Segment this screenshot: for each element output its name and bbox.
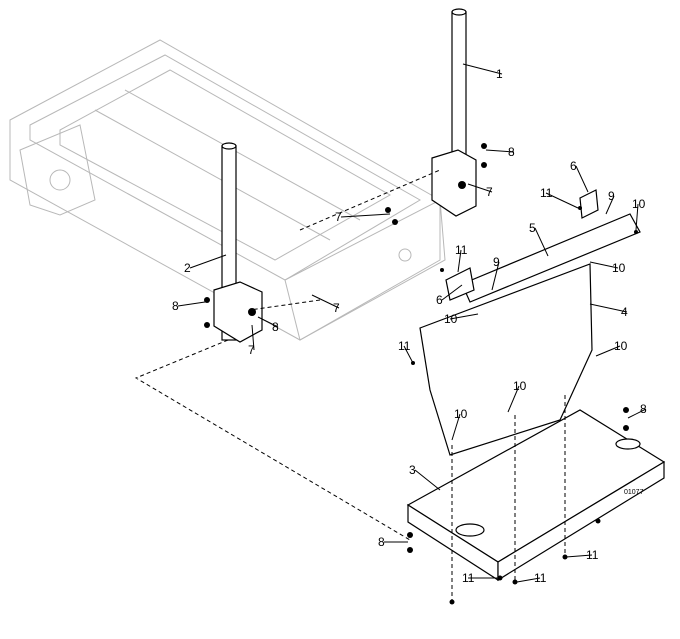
leader-line xyxy=(451,413,461,441)
post-2 xyxy=(213,142,263,343)
leader-line xyxy=(441,284,463,301)
leader-line xyxy=(251,324,255,351)
callout-label: 7 xyxy=(486,185,493,199)
fastener xyxy=(481,162,487,168)
leader-line xyxy=(311,294,340,309)
leader-line xyxy=(467,183,493,193)
callout-label: 11 xyxy=(534,571,547,585)
drawing-number: 01077 xyxy=(624,489,644,496)
callout-label: 2 xyxy=(184,261,191,275)
fastener xyxy=(385,207,391,213)
callout-label: 7 xyxy=(335,210,342,224)
leader-line xyxy=(534,227,549,257)
leader-line xyxy=(627,408,647,419)
shelf-3 xyxy=(406,409,666,582)
callout-label: 11 xyxy=(540,186,553,200)
leader-line xyxy=(545,192,579,209)
fastener xyxy=(623,425,629,431)
leader-line xyxy=(257,316,279,328)
callout-label: 11 xyxy=(462,571,475,585)
bracket-6-right xyxy=(579,189,599,219)
callout-label: 6 xyxy=(570,159,577,173)
fastener xyxy=(497,575,503,581)
leader-line xyxy=(414,469,441,491)
leader-line xyxy=(403,345,414,364)
callout-label: 9 xyxy=(608,189,615,203)
post-1 xyxy=(431,8,477,217)
fastener xyxy=(204,297,210,303)
panel-4 xyxy=(419,263,593,456)
leader-line xyxy=(189,254,227,269)
callout-label: 11 xyxy=(455,243,468,257)
callout-label: 4 xyxy=(621,305,628,319)
fastener xyxy=(481,143,487,149)
callout-label: 5 xyxy=(529,221,536,235)
fastener xyxy=(634,230,638,234)
callout-label: 8 xyxy=(378,535,385,549)
callout-label: 11 xyxy=(398,339,411,353)
fastener xyxy=(449,599,455,605)
leader-line xyxy=(589,303,628,313)
leader-line xyxy=(575,165,589,193)
fastener xyxy=(562,554,568,560)
fastener xyxy=(578,206,582,210)
callout-label: 8 xyxy=(508,145,515,159)
leader-line xyxy=(507,385,520,413)
fastener xyxy=(512,579,518,585)
alignment-lines xyxy=(134,169,566,600)
leader-line xyxy=(516,577,541,583)
callout-label: 1 xyxy=(496,67,503,81)
callout-label: 7 xyxy=(248,343,255,357)
fastener xyxy=(458,181,466,189)
leader-line xyxy=(635,203,639,231)
callout-label: 3 xyxy=(409,463,416,477)
callout-label: 10 xyxy=(614,339,628,353)
support-bar-5 xyxy=(461,213,641,303)
callout-label: 10 xyxy=(444,312,458,326)
mower-frame xyxy=(9,39,446,341)
fastener xyxy=(392,219,398,225)
leader-line xyxy=(595,345,621,357)
callout-label: 8 xyxy=(272,320,279,334)
callout-label: 10 xyxy=(632,197,646,211)
fastener xyxy=(204,322,210,328)
fastener xyxy=(407,547,413,553)
callout-label: 9 xyxy=(493,255,500,269)
callout-label: 10 xyxy=(513,379,527,393)
callout-label: 6 xyxy=(436,293,443,307)
fastener xyxy=(248,308,256,316)
callout-label: 10 xyxy=(454,407,468,421)
leader-line xyxy=(565,554,593,558)
leader-line xyxy=(340,213,391,218)
callout-label: 7 xyxy=(333,301,340,315)
fastener xyxy=(623,407,629,413)
callout-label: 11 xyxy=(586,548,599,562)
hardware xyxy=(204,143,638,605)
leader-line xyxy=(605,195,615,215)
fastener xyxy=(407,532,413,538)
callout-label: 10 xyxy=(612,261,626,275)
callout-label: 8 xyxy=(172,299,179,313)
leader-line xyxy=(589,261,619,269)
leader-line xyxy=(485,149,515,153)
leader-lines xyxy=(177,63,647,583)
leader-line xyxy=(449,313,479,320)
fastener xyxy=(440,268,444,272)
leader-line xyxy=(177,301,206,307)
fastener xyxy=(595,518,601,524)
leader-line xyxy=(457,249,462,273)
callout-label: 8 xyxy=(640,402,647,416)
leader-line xyxy=(491,261,500,291)
leader-line xyxy=(462,63,503,75)
